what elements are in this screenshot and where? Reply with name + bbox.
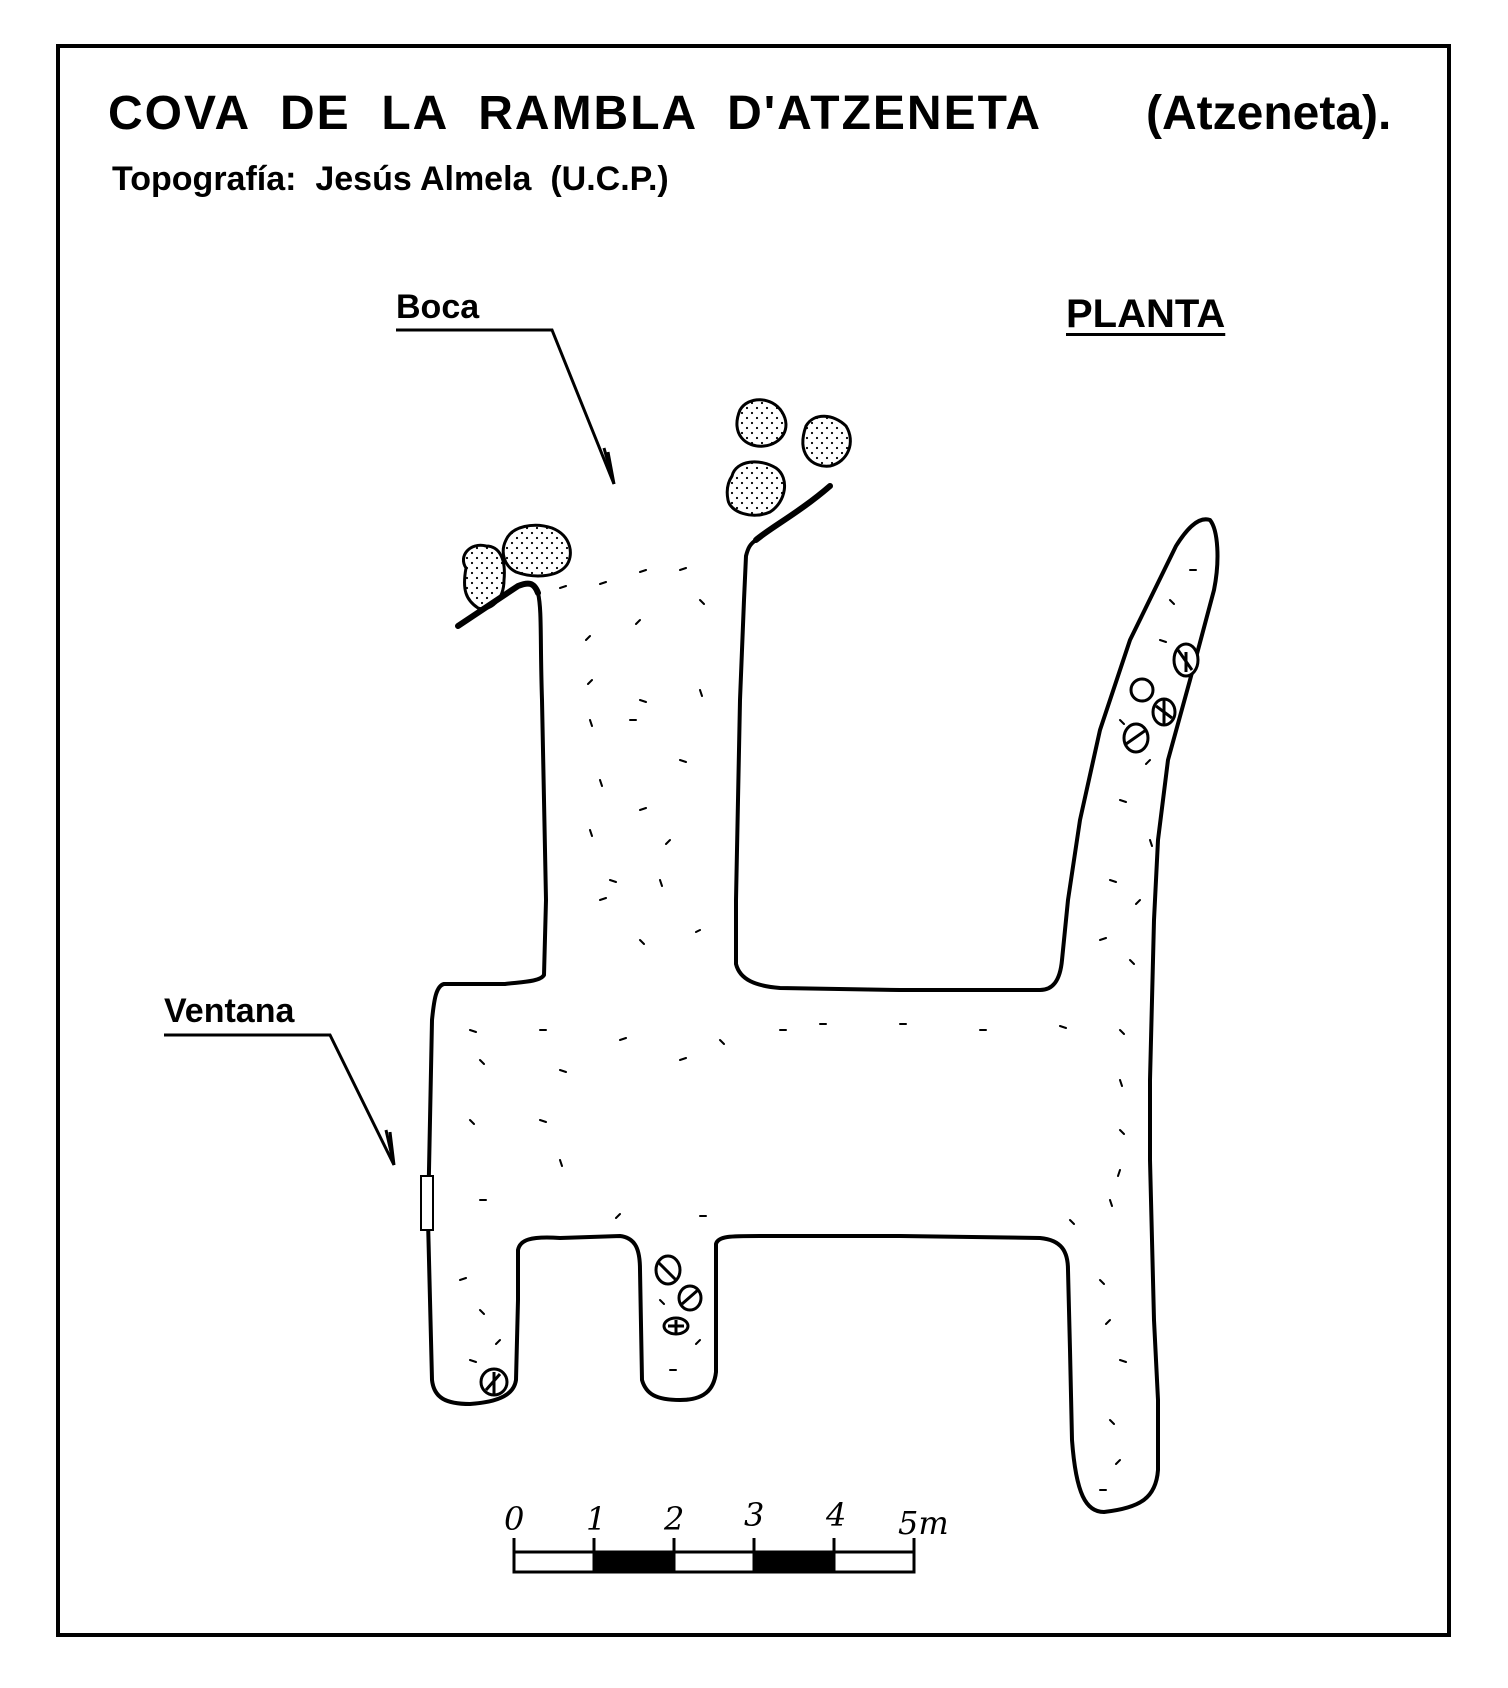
floor-debris-pattern [459, 567, 1197, 1491]
scale-bar [512, 1538, 916, 1574]
window-leader-line [164, 1033, 396, 1166]
entrance-wall-left [455, 580, 541, 629]
window-label: Ventana [164, 992, 295, 1030]
window-leader-arrow [384, 1129, 396, 1166]
scale-segment-1 [592, 1550, 676, 1574]
scale-segment-4 [832, 1550, 916, 1574]
cave-location: (Atzeneta). [1146, 87, 1392, 140]
cave-title: COVA DE LA RAMBLA D'ATZENETA [108, 87, 1043, 140]
scale-tick-label: 5m [898, 1504, 949, 1542]
scale-tick-label: 1 [586, 1500, 606, 1538]
survey-credit: Topografía: Jesús Almela (U.C.P.) [112, 160, 669, 198]
scale-tick-label: 4 [825, 1496, 846, 1534]
boulder-icon [462, 398, 852, 611]
scale-tick-label: 2 [663, 1500, 684, 1538]
scale-labels: 0 1 2 3 4 5m [504, 1496, 949, 1542]
boulder-icon [479, 642, 1200, 1397]
entrance-wall-right [753, 483, 833, 543]
window-marker [420, 1175, 434, 1231]
entrance-leader-arrow [602, 447, 616, 485]
scale-tick-label: 3 [744, 1496, 764, 1534]
scale-segment-2 [672, 1550, 756, 1574]
cave-wall-outline [426, 517, 1220, 1514]
scale-segment-0 [512, 1550, 596, 1574]
entrance-leader-line [396, 328, 616, 485]
entrance-label: Boca [396, 288, 480, 326]
map-frame [56, 44, 1451, 1637]
view-label: PLANTA [1066, 292, 1226, 336]
scale-tick-label: 0 [504, 1500, 524, 1538]
scale-segment-3 [752, 1550, 836, 1574]
